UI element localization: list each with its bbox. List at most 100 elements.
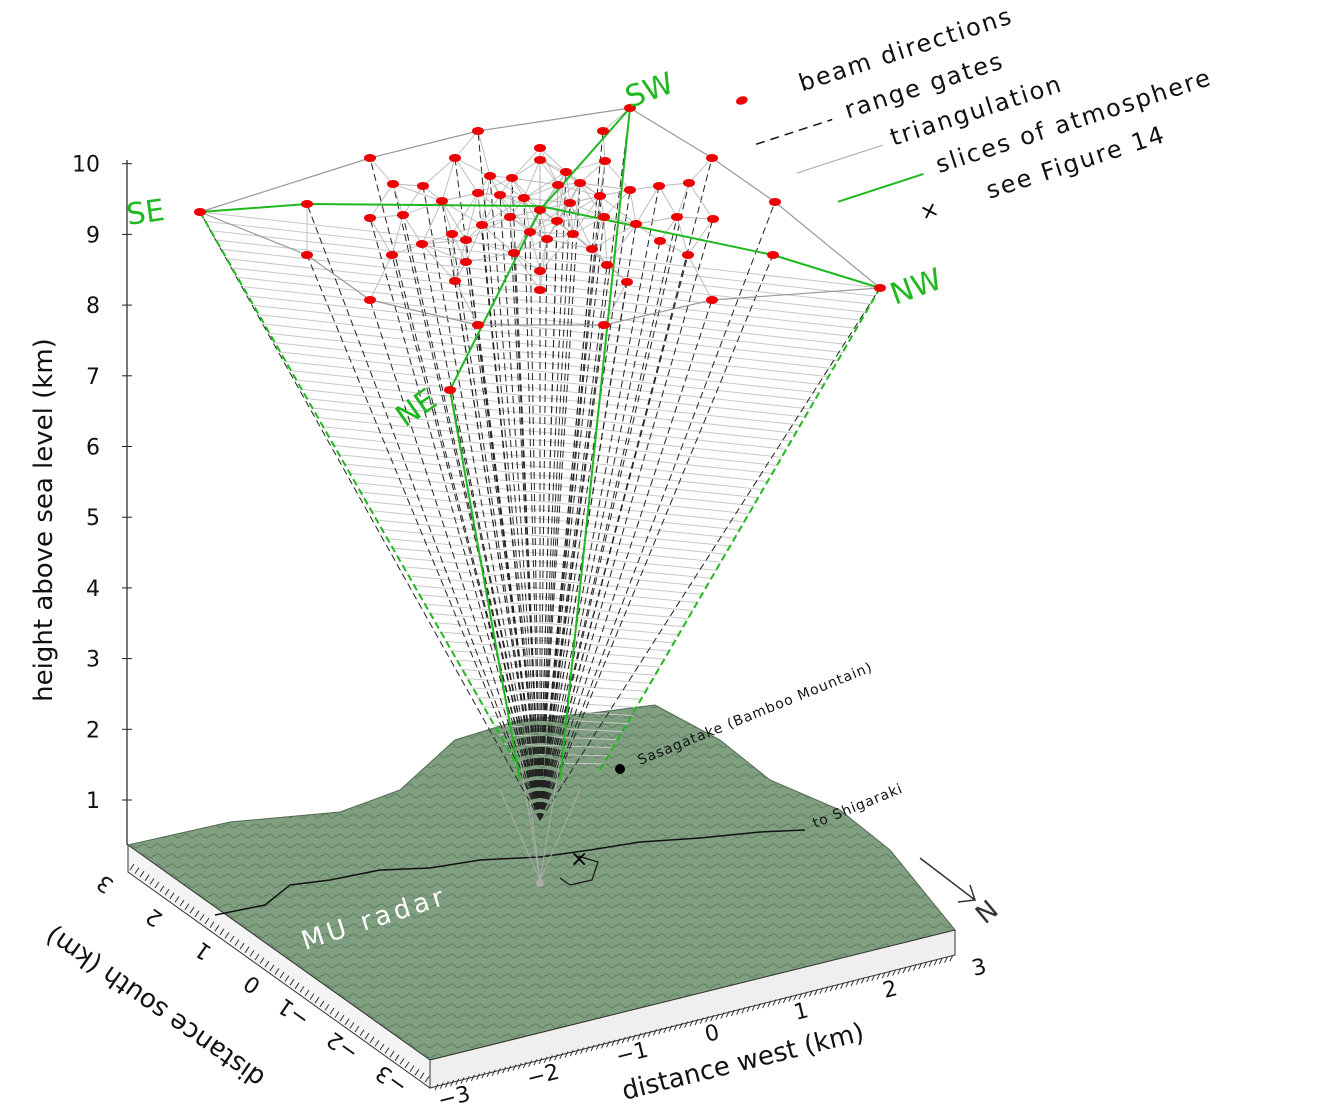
- triangulation-edge: [511, 177, 559, 186]
- height-tick-label: 10: [72, 153, 100, 178]
- west-tick-label: 2: [880, 976, 900, 1004]
- south-tick-label: 0: [240, 970, 266, 999]
- atmosphere-slice-line: [242, 286, 843, 354]
- atmosphere-slice-line: [301, 388, 792, 442]
- compass-se: SE: [124, 193, 167, 233]
- south-minor-tick: [419, 1072, 425, 1080]
- south-minor-tick: [129, 863, 135, 871]
- beam-direction-point: [387, 180, 399, 188]
- west-minor-tick: [720, 1012, 725, 1019]
- triangulation-edge: [774, 201, 881, 289]
- beam-direction-point: [682, 251, 694, 259]
- west-minor-tick: [559, 1052, 564, 1060]
- atmosphere-slice-line: [258, 314, 829, 378]
- triangulation-edge: [556, 195, 601, 222]
- beam-direction-point: [524, 228, 536, 236]
- triangulation-edge: [539, 233, 574, 272]
- south-minor-tick: [144, 874, 150, 882]
- triangulation-edge: [523, 197, 571, 204]
- beam-direction-point: [534, 206, 546, 214]
- atmosphere-slice-line: [413, 584, 694, 612]
- west-minor-tick: [788, 995, 793, 1002]
- west-minor-tick: [751, 1004, 756, 1011]
- triangulation-edge: [402, 214, 423, 245]
- west-minor-tick: [736, 1008, 741, 1015]
- triangulation-edge: [421, 200, 443, 245]
- triangulation-edge: [477, 177, 513, 194]
- west-minor-tick: [704, 1016, 709, 1023]
- south-minor-tick: [374, 1040, 380, 1047]
- beam-line: [477, 324, 541, 821]
- legend-see-figure-symbol: ×: [917, 197, 942, 226]
- triangulation-edge: [546, 238, 593, 250]
- west-minor-tick: [658, 1027, 663, 1035]
- south-minor-tick: [264, 960, 270, 968]
- west-tick-label: 1: [791, 998, 811, 1026]
- atmosphere-slice-line: [487, 715, 629, 725]
- west-minor-tick: [730, 1009, 735, 1017]
- west-minor-tick: [647, 1030, 652, 1037]
- beam-line: [199, 211, 541, 821]
- legend-beam-symbol: [736, 96, 748, 105]
- beam-line: [369, 157, 541, 821]
- triangulation-edge: [454, 157, 479, 194]
- west-minor-tick: [803, 991, 808, 998]
- height-tick-label: 6: [86, 436, 100, 461]
- atmosphere-slice-line: [381, 528, 722, 563]
- beam-direction-point: [484, 172, 496, 180]
- atmosphere-slice-line: [375, 519, 727, 555]
- triangulation-edge: [441, 200, 453, 235]
- beam-line: [481, 224, 541, 821]
- triangulation-edge: [477, 192, 483, 226]
- triangulation-edge: [604, 160, 631, 191]
- triangulation-edge: [511, 147, 541, 179]
- triangulation-edge: [306, 254, 371, 301]
- west-minor-tick: [543, 1056, 548, 1063]
- south-minor-tick: [274, 968, 280, 975]
- beam-line: [539, 171, 567, 821]
- atmosphere-slice-line: [295, 379, 797, 434]
- cone-line: [539, 789, 581, 881]
- west-minor-tick: [663, 1026, 668, 1034]
- beam-direction-point: [534, 144, 546, 152]
- atmosphere-slice-line: [237, 276, 848, 345]
- beam-direction-point: [683, 179, 695, 187]
- south-minor-tick: [349, 1022, 355, 1029]
- beam-line: [539, 216, 605, 821]
- atmosphere-slice-line: [439, 631, 671, 652]
- triangulation-edge: [603, 189, 631, 218]
- cone-line: [499, 789, 541, 881]
- compass-sw: SW: [621, 66, 679, 116]
- atmosphere-slice-line: [274, 342, 815, 402]
- south-minor-tick: [234, 939, 240, 946]
- west-minor-tick: [933, 958, 938, 966]
- west-minor-tick: [829, 984, 834, 992]
- height-axis-label: height above sea level (km): [29, 338, 59, 702]
- beam-direction-point: [194, 208, 206, 216]
- triangulation-edge: [569, 202, 593, 250]
- cone-line: [539, 759, 561, 881]
- beam-direction-point: [597, 127, 609, 135]
- triangulation-edge: [529, 231, 541, 272]
- triangulation-edge: [454, 157, 491, 177]
- beam-direction-point: [601, 261, 613, 269]
- beam-line: [539, 216, 678, 821]
- triangulation-edge: [658, 185, 678, 218]
- triangulation-edge: [441, 157, 456, 202]
- south-minor-tick: [324, 1004, 330, 1011]
- beam-line: [539, 218, 714, 821]
- west-minor-tick: [434, 1083, 439, 1091]
- beam-line: [539, 254, 689, 821]
- height-tick-label: 8: [86, 294, 100, 319]
- beam-direction-point: [598, 213, 610, 221]
- atmosphere-slice-line: [365, 500, 736, 539]
- west-minor-tick: [840, 982, 845, 989]
- beam-direction-point: [769, 198, 781, 206]
- south-minor-tick: [319, 1000, 325, 1008]
- triangulation-edge: [539, 238, 548, 291]
- triangulation-edge: [369, 254, 393, 301]
- beam-line: [539, 182, 690, 821]
- west-minor-tick: [845, 981, 850, 988]
- west-minor-tick: [808, 990, 813, 997]
